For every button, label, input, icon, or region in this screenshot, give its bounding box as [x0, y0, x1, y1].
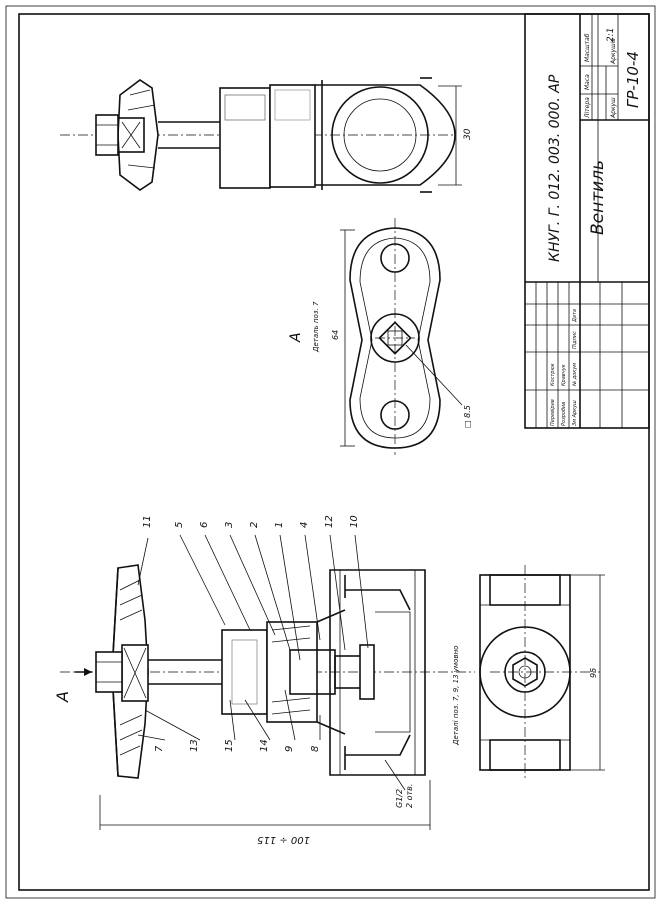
col-scale: Масштаб	[584, 33, 591, 62]
top-view: 30	[60, 77, 473, 193]
dim-30: 30	[463, 128, 473, 140]
row-dev-name: Кравчук	[561, 364, 567, 386]
callouts-bottom: 7 13 15 14 9 8	[154, 739, 321, 752]
callout-1: 1	[274, 522, 285, 528]
view-a-detail: 64 □ 8.5 A Деталь поз. 7	[288, 218, 472, 455]
inner-frame	[18, 13, 650, 891]
col-mass: Маса	[584, 74, 591, 90]
callout-9: 9	[284, 746, 295, 752]
bottom-view: 95	[479, 565, 605, 780]
view-a-label: A	[288, 332, 304, 343]
dim-overall: 100 ÷ 115	[257, 834, 310, 845]
row-date: Дата	[572, 309, 578, 323]
dim-95: 95	[589, 668, 598, 678]
callout-6: 6	[199, 522, 210, 528]
callout-14: 14	[259, 739, 270, 752]
callout-5: 5	[174, 522, 185, 528]
sheet-code: ГР-10-4	[624, 51, 642, 108]
col-lit: Літера	[584, 97, 591, 119]
callout-2: 2	[249, 522, 260, 528]
row-dev: Розробив	[561, 402, 567, 426]
row-ch: Зм Аркуш	[572, 400, 578, 426]
section-arrow-label: A	[53, 691, 72, 703]
callout-15: 15	[224, 739, 235, 752]
row-check-name: Кострюк	[550, 363, 556, 386]
callout-10: 10	[349, 515, 360, 528]
thread-sub: 2 отв.	[405, 784, 414, 808]
section-note: Деталі поз. 7, 9, 13 умовно	[452, 646, 460, 746]
callout-7: 7	[154, 745, 165, 752]
row-check: Перевірив	[550, 399, 556, 426]
row-docnum: № докум	[572, 363, 578, 387]
row-sign: Підпис	[572, 331, 578, 349]
drawing-designation: КНУГ. Г. 012. 003. 000. АР	[547, 74, 563, 262]
dim-square: □ 8.5	[463, 405, 472, 428]
col-sheets: Аркушів	[610, 38, 617, 65]
scale-value: 2:1	[606, 28, 616, 42]
callout-3: 3	[224, 522, 235, 528]
dim-64: 64	[331, 330, 340, 340]
callout-11: 11	[142, 515, 153, 528]
thread-label: G1/2	[395, 789, 404, 808]
col-sheet: Аркуш	[610, 97, 617, 119]
callout-13: 13	[189, 739, 200, 752]
title-block: КНУГ. Г. 012. 003. 000. АР Вентиль ГР-10…	[524, 13, 650, 429]
outer-frame	[5, 5, 656, 899]
view-a-caption: Деталь поз. 7	[312, 301, 320, 353]
callout-4: 4	[299, 522, 310, 528]
drawing-name: Вентиль	[588, 160, 608, 235]
callout-12: 12	[324, 515, 335, 528]
callout-8: 8	[310, 746, 321, 752]
